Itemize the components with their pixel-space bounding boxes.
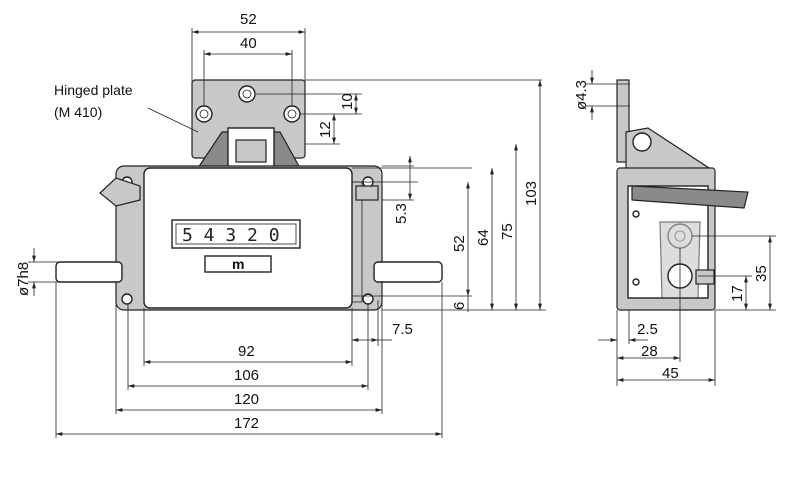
dim-2-5: 2.5	[637, 321, 658, 338]
dim-172: 172	[234, 415, 259, 432]
left-lever	[99, 177, 141, 207]
unit-label: m	[232, 256, 244, 272]
left-shaft	[55, 261, 123, 283]
dim-40-top: 40	[240, 35, 257, 52]
dim-64: 64	[475, 229, 492, 246]
front-view: 5 4 3 2 0 m	[55, 79, 443, 311]
unit-plate	[204, 255, 272, 273]
hinged-plate-model: (M 410)	[54, 104, 102, 120]
mounting-hole-br	[362, 293, 374, 305]
dim-75: 75	[499, 223, 516, 240]
dim-120: 120	[234, 391, 259, 408]
dim-17: 17	[729, 285, 746, 302]
dim-5-3: 5.3	[393, 203, 410, 224]
dim-28: 28	[641, 343, 658, 360]
hinged-plate-leader	[147, 107, 199, 133]
dim-7-5: 7.5	[392, 321, 413, 338]
dimension-lines	[28, 28, 776, 438]
dim-35: 35	[753, 265, 770, 282]
counter-window	[171, 219, 301, 249]
hinged-plate	[191, 79, 306, 171]
dim-6: 6	[451, 302, 468, 310]
dim-103: 103	[523, 181, 540, 206]
dim-106: 106	[234, 367, 259, 384]
right-shaft	[373, 261, 443, 283]
dimension-text: 52 40 10 12 5.3 52 64 75 103 6 7.5 92 10…	[15, 11, 770, 432]
side-view	[616, 79, 749, 311]
side-lever	[631, 185, 749, 209]
dim-52-right: 52	[451, 235, 468, 252]
counter-digits: 5 4 3 2 0	[182, 225, 280, 246]
mounting-hole-bl	[121, 293, 133, 305]
dim-4-3: ø4.3	[573, 80, 590, 110]
dim-45: 45	[662, 365, 679, 382]
hinged-plate-label: Hinged plate	[54, 82, 133, 98]
dim-12: 12	[317, 121, 334, 138]
dim-10: 10	[339, 93, 356, 110]
dim-52-top: 52	[240, 11, 257, 28]
dim-7h8: ø7h8	[15, 262, 32, 296]
dim-92: 92	[238, 343, 255, 360]
